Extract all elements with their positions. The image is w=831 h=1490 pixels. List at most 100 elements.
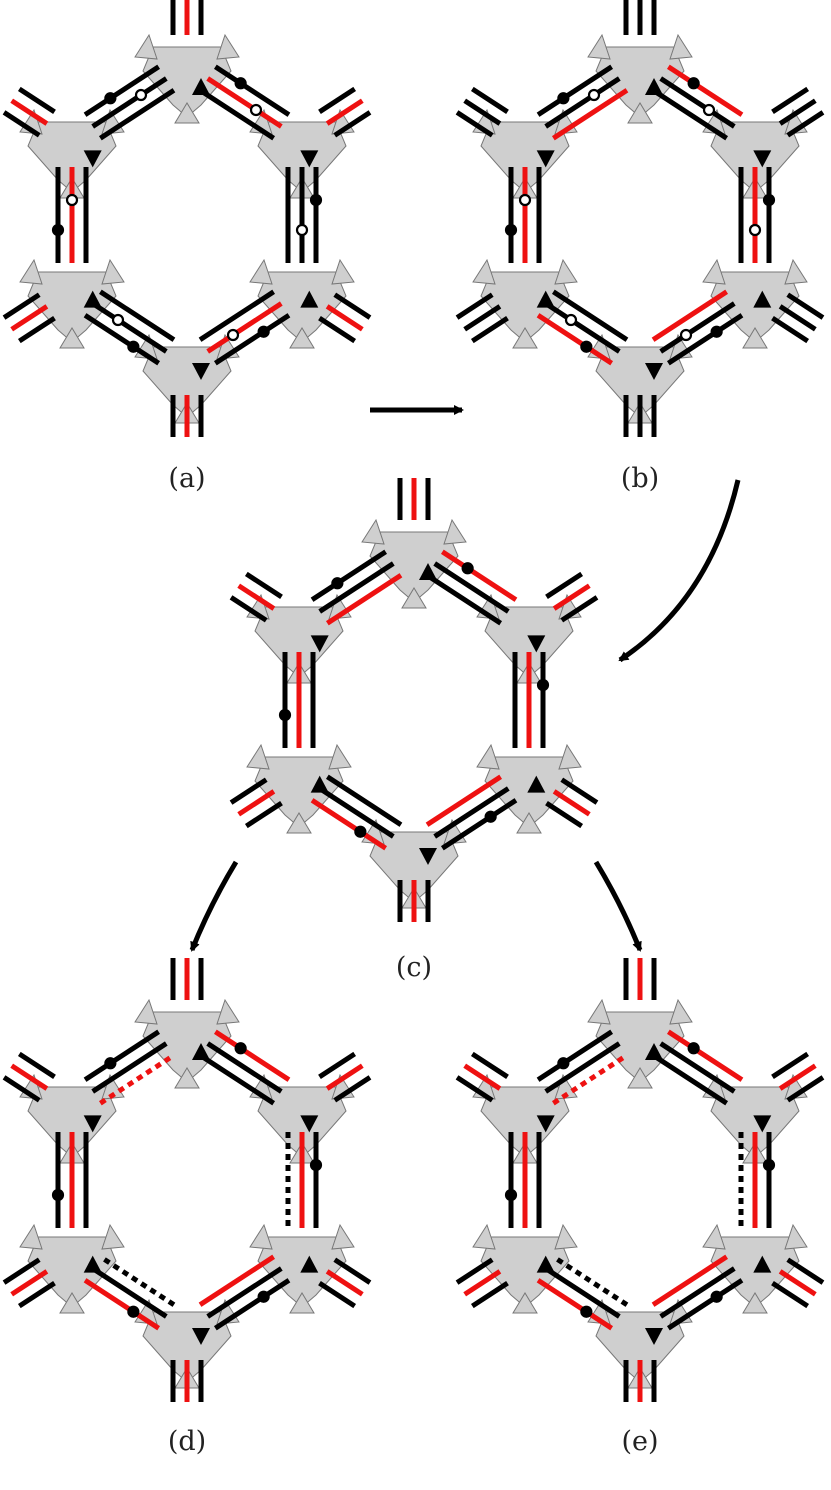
black-marker bbox=[687, 1042, 700, 1055]
black-strand bbox=[536, 64, 614, 117]
black-strand bbox=[91, 76, 168, 129]
down-triangle-marker bbox=[753, 150, 772, 168]
vertex-corner bbox=[134, 998, 158, 1025]
red-strand bbox=[778, 1269, 817, 1297]
vertex-corner bbox=[512, 327, 538, 349]
black-marker bbox=[309, 1158, 323, 1172]
black-marker bbox=[580, 340, 593, 353]
down-triangle-marker bbox=[83, 1115, 102, 1133]
up-triangle-marker bbox=[300, 1255, 319, 1273]
vertex-corner bbox=[472, 1223, 496, 1250]
black-strand bbox=[455, 1075, 494, 1103]
down-triangle-marker bbox=[645, 363, 663, 380]
red-strand bbox=[778, 1063, 817, 1091]
white-marker bbox=[564, 313, 578, 327]
black-marker bbox=[104, 92, 117, 105]
black-strand bbox=[229, 777, 268, 805]
black-marker bbox=[234, 77, 247, 90]
vertex-corner bbox=[101, 1073, 125, 1100]
black-strand bbox=[198, 88, 276, 141]
red-strand bbox=[310, 798, 388, 851]
vertex-corner bbox=[669, 998, 693, 1025]
black-strand bbox=[206, 1266, 283, 1319]
vertex-corner bbox=[702, 1223, 726, 1250]
red-strand bbox=[83, 1278, 161, 1331]
black-strand bbox=[17, 1281, 56, 1309]
red-strand bbox=[213, 1029, 291, 1082]
black-strand bbox=[213, 313, 291, 366]
black-strand bbox=[425, 573, 503, 626]
red-strand bbox=[552, 789, 591, 817]
white-marker bbox=[65, 193, 79, 207]
black-marker bbox=[762, 193, 776, 207]
panel-a-diagram bbox=[2, 0, 372, 437]
panel-e-diagram bbox=[455, 958, 825, 1402]
black-marker bbox=[762, 1158, 776, 1172]
black-marker bbox=[257, 1290, 270, 1303]
red-strand bbox=[551, 1053, 629, 1106]
down-triangle-marker bbox=[192, 363, 210, 380]
black-marker bbox=[234, 1042, 247, 1055]
black-strand bbox=[433, 561, 510, 614]
vertex-corner bbox=[558, 743, 582, 770]
vertex-corner bbox=[19, 1223, 43, 1250]
black-marker bbox=[557, 92, 570, 105]
down-triangle-marker bbox=[300, 150, 319, 168]
up-triangle-marker bbox=[300, 290, 319, 308]
black-marker bbox=[536, 678, 550, 692]
white-marker bbox=[518, 193, 532, 207]
black-strand bbox=[310, 549, 388, 602]
down-triangle-marker bbox=[83, 150, 102, 168]
white-marker bbox=[702, 103, 716, 117]
vertex-corner bbox=[554, 1073, 578, 1100]
black-strand bbox=[463, 304, 502, 332]
black-strand bbox=[666, 1278, 744, 1331]
black-strand bbox=[470, 1051, 509, 1079]
vertex-corner bbox=[174, 1067, 200, 1089]
vertex-corner bbox=[784, 258, 808, 285]
black-strand bbox=[440, 798, 518, 851]
black-strand bbox=[544, 1266, 621, 1319]
red-strand bbox=[666, 1029, 744, 1082]
black-strand bbox=[318, 1051, 357, 1079]
red-strand bbox=[325, 1269, 364, 1297]
arrow-c-to-e bbox=[593, 860, 643, 952]
vertex-corner bbox=[512, 1292, 538, 1314]
black-strand bbox=[244, 571, 283, 599]
panel-label-c: (c) bbox=[396, 952, 432, 983]
black-marker bbox=[710, 1290, 723, 1303]
black-strand bbox=[651, 1053, 729, 1106]
black-strand bbox=[544, 76, 621, 129]
black-strand bbox=[2, 110, 41, 138]
black-marker bbox=[104, 1057, 117, 1070]
black-strand bbox=[83, 313, 161, 366]
red-strand bbox=[325, 304, 364, 332]
up-triangle-marker bbox=[192, 78, 210, 95]
vertex-corner bbox=[328, 743, 352, 770]
black-strand bbox=[433, 786, 510, 839]
black-strand bbox=[551, 1254, 629, 1307]
vertex-corner bbox=[216, 998, 240, 1025]
black-strand bbox=[333, 1075, 372, 1103]
vertex-corner bbox=[174, 102, 200, 124]
black-strand bbox=[333, 1257, 372, 1285]
black-strand bbox=[560, 595, 599, 623]
vertex-corner bbox=[476, 743, 500, 770]
panel-b-diagram bbox=[455, 0, 825, 437]
red-strand bbox=[552, 583, 591, 611]
black-marker bbox=[309, 193, 323, 207]
black-marker bbox=[687, 77, 700, 90]
black-strand bbox=[325, 774, 403, 827]
black-strand bbox=[560, 777, 599, 805]
white-marker bbox=[295, 223, 309, 237]
vertex-corner bbox=[742, 327, 768, 349]
black-strand bbox=[213, 64, 291, 117]
black-strand bbox=[659, 76, 736, 129]
black-strand bbox=[98, 289, 176, 342]
white-marker bbox=[249, 103, 263, 117]
black-marker bbox=[710, 325, 723, 338]
panel-d-diagram bbox=[2, 958, 372, 1402]
black-strand bbox=[91, 1266, 168, 1319]
up-triangle-marker bbox=[753, 1255, 772, 1273]
vertex-corner bbox=[134, 33, 158, 60]
